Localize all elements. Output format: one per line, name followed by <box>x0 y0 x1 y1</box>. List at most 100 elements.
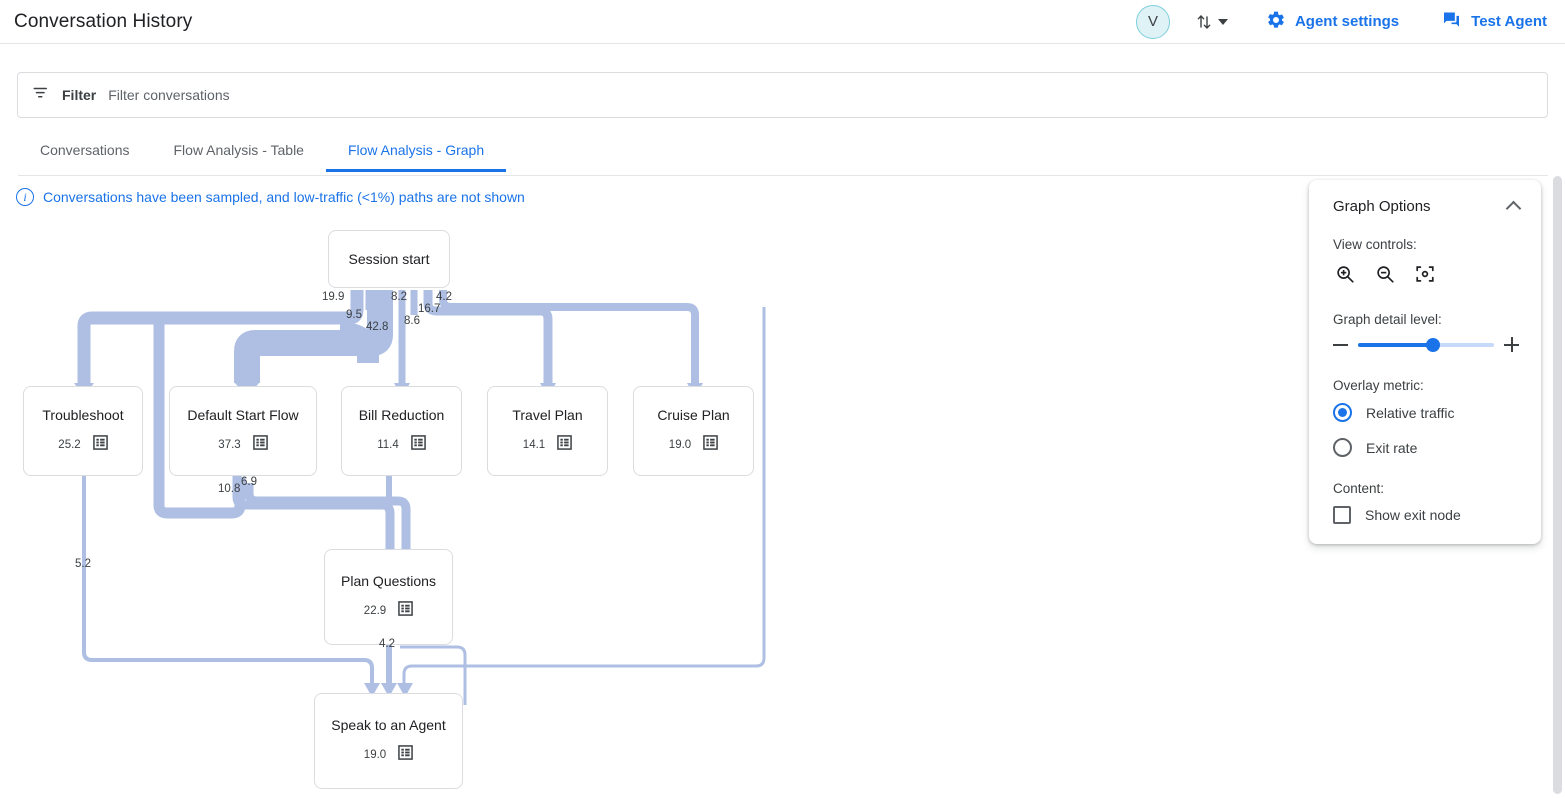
slider-track[interactable] <box>1358 337 1494 352</box>
overlay-metric-label: Overlay metric: <box>1333 378 1424 393</box>
checkbox-show-exit-node[interactable]: Show exit node <box>1333 506 1519 524</box>
tab-flow-analysis-table[interactable]: Flow Analysis - Table <box>173 142 304 158</box>
chevron-down-icon <box>1217 18 1228 25</box>
node-value: 14.1 <box>522 439 546 451</box>
node-title: Troubleshoot <box>42 407 124 423</box>
radio-button[interactable] <box>1333 438 1352 457</box>
node-title: Plan Questions <box>341 573 436 589</box>
page-title: Conversation History <box>14 10 193 32</box>
filter-input[interactable]: Filter conversations <box>108 87 230 103</box>
sampling-notice: i Conversations have been sampled, and l… <box>16 188 525 206</box>
node-bill-reduction[interactable]: Bill Reduction 11.4 <box>341 386 462 476</box>
node-meta: 14.1 <box>523 435 572 455</box>
view-controls-label: View controls: <box>1333 237 1417 252</box>
flow-node-icon[interactable] <box>398 601 413 621</box>
slider-fill <box>1358 342 1433 347</box>
edge-label-42-8: 42.8 <box>366 321 389 333</box>
node-title: Session start <box>348 251 430 267</box>
node-value: 25.2 <box>58 439 81 451</box>
flow-node-icon[interactable] <box>557 435 572 455</box>
node-meta: 19.0 <box>364 745 413 765</box>
gear-icon <box>1266 10 1286 34</box>
radio-button-selected[interactable] <box>1333 403 1352 422</box>
sort-control[interactable] <box>1194 12 1228 32</box>
node-default-start-flow[interactable]: Default Start Flow 37.3 <box>169 386 317 476</box>
radio-label: Exit rate <box>1366 439 1418 456</box>
edge-label-16-7: 16.7 <box>418 303 441 315</box>
edge-label-4-2-cruise: 4.2 <box>436 291 452 303</box>
checkbox-label: Show exit node <box>1365 507 1461 523</box>
view-controls <box>1333 262 1519 286</box>
flow-node-icon[interactable] <box>703 435 718 455</box>
tab-flow-analysis-graph[interactable]: Flow Analysis - Graph <box>325 134 507 172</box>
avatar[interactable]: V <box>1135 4 1170 39</box>
edge-label-4-2-agent: 4.2 <box>379 638 395 650</box>
node-meta: 19.0 <box>669 435 718 455</box>
tab-bar: Conversations Flow Analysis - Table Flow… <box>18 134 1548 176</box>
edge-label-19-9: 19.9 <box>322 291 345 303</box>
graph-options-panel: Graph Options View controls: Graph detai… <box>1309 180 1541 544</box>
radio-relative-traffic[interactable]: Relative traffic <box>1333 403 1519 422</box>
node-value: 11.4 <box>377 439 399 451</box>
flow-node-icon[interactable] <box>252 435 268 455</box>
node-title: Cruise Plan <box>657 407 730 423</box>
content-label: Content: <box>1333 481 1385 496</box>
flow-node-icon[interactable] <box>410 435 426 455</box>
node-value: 19.0 <box>668 439 692 451</box>
flow-graph-canvas[interactable]: Session start Troubleshoot 25.2 Default … <box>0 215 1545 798</box>
node-meta: 11.4 <box>377 435 426 455</box>
top-bar: Conversation History V Agent settings <box>0 0 1565 44</box>
page-scrollbar[interactable] <box>1553 176 1562 794</box>
chat-bubble-icon <box>1441 10 1462 34</box>
top-bar-actions: V Agent settings <box>1135 4 1565 39</box>
node-session-start[interactable]: Session start <box>328 230 450 288</box>
radio-label: Relative traffic <box>1366 404 1455 421</box>
sort-arrows-icon <box>1194 12 1214 32</box>
edge-label-8-2: 8.2 <box>391 291 407 303</box>
node-title: Default Start Flow <box>187 407 299 423</box>
sampling-notice-text: Conversations have been sampled, and low… <box>43 189 525 205</box>
filter-label: Filter <box>62 87 97 103</box>
chevron-up-icon[interactable] <box>1505 200 1522 217</box>
zoom-out-icon[interactable] <box>1373 262 1397 286</box>
zoom-in-icon[interactable] <box>1333 262 1357 286</box>
graph-options-header[interactable]: Graph Options <box>1333 198 1522 217</box>
detail-level-slider[interactable] <box>1333 337 1519 352</box>
slider-knob[interactable] <box>1425 337 1440 352</box>
checkbox[interactable] <box>1333 506 1351 524</box>
recenter-icon[interactable] <box>1413 262 1437 286</box>
edge-label-6-9: 6.9 <box>241 476 257 488</box>
node-meta: 22.9 <box>364 601 413 621</box>
flow-node-icon[interactable] <box>398 745 413 765</box>
node-travel-plan[interactable]: Travel Plan 14.1 <box>487 386 608 476</box>
edge-label-10-8: 10.8 <box>218 483 241 495</box>
decrease-detail-button[interactable] <box>1333 343 1348 346</box>
node-meta: 25.2 <box>58 435 108 455</box>
node-cruise-plan[interactable]: Cruise Plan 19.0 <box>633 386 754 476</box>
test-agent-label: Test Agent <box>1471 13 1547 30</box>
node-value: 37.3 <box>218 439 241 451</box>
detail-level-label: Graph detail level: <box>1333 312 1442 327</box>
test-agent-button[interactable]: Test Agent <box>1441 10 1547 34</box>
edge-label-8-6: 8.6 <box>404 315 420 327</box>
edge-label-9-5: 9.5 <box>346 309 362 321</box>
increase-detail-button[interactable] <box>1504 337 1519 352</box>
radio-exit-rate[interactable]: Exit rate <box>1333 438 1519 457</box>
node-value: 19.0 <box>363 749 387 761</box>
agent-settings-label: Agent settings <box>1294 13 1400 30</box>
node-title: Travel Plan <box>512 407 583 423</box>
filter-bar[interactable]: Filter Filter conversations <box>17 72 1548 118</box>
node-plan-questions[interactable]: Plan Questions 22.9 <box>324 549 453 645</box>
edge-label-5-2: 5.2 <box>75 558 91 570</box>
flow-node-icon[interactable] <box>92 435 108 455</box>
tab-conversations[interactable]: Conversations <box>40 142 130 158</box>
node-value: 22.9 <box>363 605 387 617</box>
node-speak-to-an-agent[interactable]: Speak to an Agent 19.0 <box>314 693 463 789</box>
node-troubleshoot[interactable]: Troubleshoot 25.2 <box>23 386 143 476</box>
node-title: Speak to an Agent <box>331 717 446 733</box>
agent-settings-button[interactable]: Agent settings <box>1266 10 1399 34</box>
graph-options-title: Graph Options <box>1333 198 1431 215</box>
info-icon: i <box>16 188 34 206</box>
filter-icon <box>32 84 50 107</box>
node-meta: 37.3 <box>218 435 268 455</box>
